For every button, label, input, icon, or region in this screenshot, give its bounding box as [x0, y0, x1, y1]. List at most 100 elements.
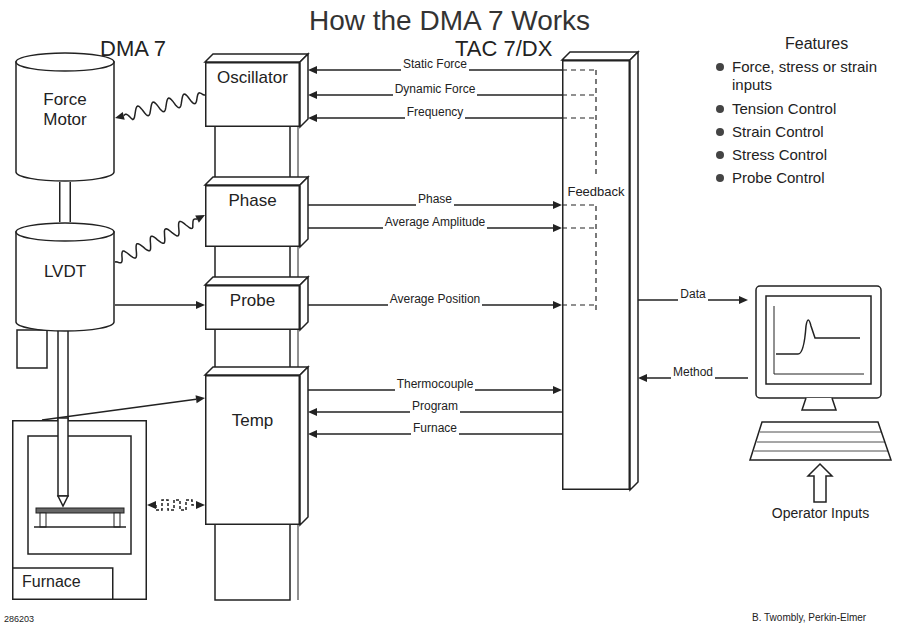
signal-label: Average Position — [388, 292, 483, 306]
box-front-face — [206, 63, 300, 127]
section-heading: TAC 7/DX — [455, 36, 552, 62]
module-box: Oscillator — [205, 62, 300, 127]
connector-line — [308, 227, 553, 229]
connector — [115, 93, 205, 120]
cylinder-unit: LVDT — [15, 222, 115, 332]
box-outline — [562, 52, 638, 490]
signal-label: Method — [671, 365, 715, 379]
arrowhead — [308, 66, 317, 74]
diagram-title: How the DMA 7 Works — [0, 4, 899, 38]
connector-line — [638, 299, 739, 301]
feedback-loop — [595, 70, 596, 178]
connector-line — [317, 411, 562, 413]
connector — [308, 408, 562, 416]
connector — [115, 301, 205, 309]
label-wrap: TAC 7/DX — [455, 36, 552, 62]
shaft-body — [61, 182, 70, 222]
feature-item: Force, stress or strain inputs — [732, 58, 882, 94]
arrowhead — [308, 114, 317, 122]
connector-line — [42, 399, 196, 420]
sample — [36, 508, 124, 513]
computer-illustration — [748, 282, 893, 532]
arrowhead — [147, 501, 156, 509]
box-front-face — [206, 186, 300, 247]
signal-label: Phase — [416, 192, 454, 206]
furnace-chamber — [28, 436, 131, 554]
arrowhead — [308, 91, 317, 99]
input-arrow — [808, 464, 832, 502]
sample-support — [40, 513, 46, 527]
cylinder-top — [16, 223, 114, 241]
box-side-face — [300, 177, 308, 247]
arrowhead — [739, 296, 748, 304]
node-label: Phase — [205, 185, 300, 211]
signal-label: Data — [678, 287, 707, 301]
connector — [638, 296, 748, 304]
arrowhead — [308, 408, 317, 416]
label-wrap: Strain Control — [732, 123, 824, 141]
feature-item: Tension Control — [732, 100, 836, 118]
module-box: Phase — [205, 185, 300, 247]
node-label: Probe — [205, 285, 300, 311]
feedback-box: Feedback — [562, 60, 630, 490]
edge-label-wrap: Data — [593, 284, 793, 302]
arrowhead — [553, 386, 562, 394]
module-box: Temp — [205, 375, 300, 525]
arrowhead — [196, 501, 205, 509]
connector — [115, 215, 205, 263]
screen — [766, 296, 871, 384]
connector — [308, 66, 562, 74]
probe-rod — [58, 330, 68, 422]
feedback-loop — [562, 69, 596, 70]
bullet — [716, 63, 724, 71]
box-side-face — [300, 277, 308, 330]
signal-label: Dynamic Force — [393, 82, 478, 96]
arrowhead — [553, 301, 562, 309]
monitor — [756, 286, 881, 398]
computer: Operator Inputs — [748, 282, 893, 532]
connector-line — [317, 433, 562, 435]
connector — [308, 224, 562, 232]
label-wrap: Force, stress or strain inputs — [732, 58, 882, 94]
node-label: Feedback — [562, 60, 630, 199]
box-front-face — [206, 286, 300, 330]
box-side-face — [630, 52, 638, 490]
edge-label-wrap: Frequency — [335, 102, 535, 120]
signal-label: Frequency — [405, 105, 466, 119]
box-outline — [205, 367, 308, 525]
node-label: Force Motor — [15, 52, 115, 130]
edge-label-wrap: Average Position — [335, 289, 535, 307]
edge-label-wrap: Method — [593, 362, 793, 380]
plot-curve — [776, 320, 860, 354]
feedback-loop — [562, 304, 596, 305]
node-label: Oscillator — [205, 62, 300, 88]
bullet — [716, 151, 724, 159]
label-wrap: Tension Control — [732, 100, 836, 118]
keyboard — [750, 422, 891, 460]
connector — [42, 395, 205, 420]
feedback-loop — [562, 204, 596, 205]
feature-item: Strain Control — [732, 123, 824, 141]
bullet — [716, 128, 724, 136]
connector — [308, 201, 562, 209]
feedback-loop — [562, 94, 596, 95]
connector-line — [308, 304, 553, 306]
arrowhead — [195, 215, 205, 223]
lvdt-bracket — [17, 330, 47, 368]
label-wrap: Stress Control — [732, 146, 827, 164]
keyboard-keys — [754, 432, 888, 451]
box-front-face — [206, 376, 300, 525]
edge-label-wrap: Dynamic Force — [335, 79, 535, 97]
box-side-face — [300, 54, 308, 127]
probe-tip — [58, 496, 68, 506]
box-outline — [205, 54, 308, 127]
connector — [147, 500, 205, 510]
connector — [308, 386, 562, 394]
figure-number: 286203 — [4, 614, 34, 625]
arrowhead — [308, 430, 317, 438]
signal-label: Average Amplitude — [383, 215, 488, 229]
furnace: Furnace — [12, 420, 147, 600]
connector-line — [115, 304, 196, 306]
cylinder-top — [16, 53, 114, 71]
label-wrap: B. Twombly, Perkin-Elmer — [752, 612, 866, 624]
